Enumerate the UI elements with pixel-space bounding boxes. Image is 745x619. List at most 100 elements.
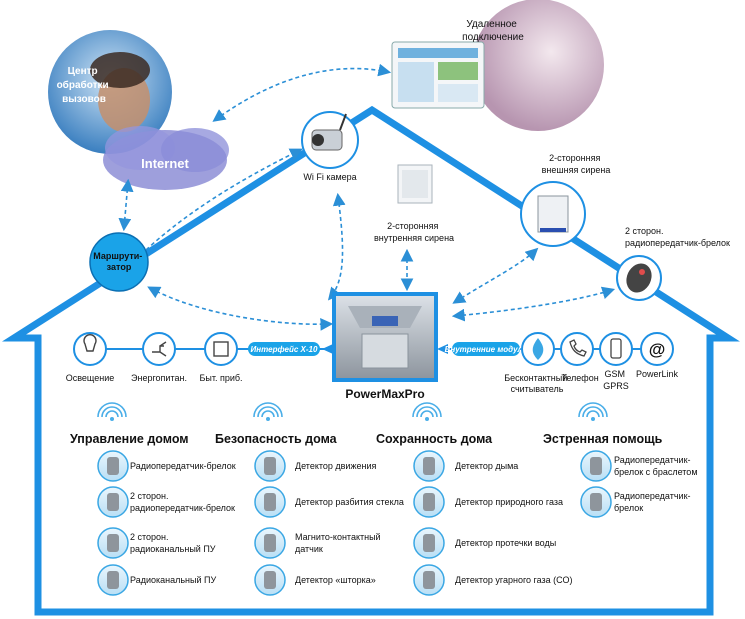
- wireless-signal-icon: [578, 402, 608, 421]
- wireless-signal-icon: [412, 402, 442, 421]
- internal-modules-label: Внутренние модули: [445, 345, 528, 354]
- category-item: Детектор дыма: [413, 450, 518, 482]
- category-item: 2 сторон.радиоканальный ПУ: [97, 527, 216, 559]
- device-label: Радиопередатчик-брелок с браслетом: [614, 455, 698, 477]
- device-shape: [264, 457, 276, 475]
- wifi-camera: Wi Fi камера: [301, 111, 359, 182]
- device-label: Детектор дыма: [455, 461, 518, 471]
- device-label: Детектор движения: [295, 461, 376, 471]
- wifi-camera-label: Wi Fi камера: [303, 172, 356, 182]
- category-item: Детектор «шторка»: [254, 564, 376, 596]
- module-powerlink: @ PowerLink: [636, 332, 679, 379]
- device-shape: [423, 534, 435, 552]
- powermax-hub: PowerMaxPro: [332, 292, 438, 401]
- internet-cloud: Internet: [103, 126, 229, 190]
- device-shape: [107, 534, 119, 552]
- device-shape: [264, 571, 276, 589]
- external-siren-label: 2-сторонняя внешняя сирена: [542, 153, 611, 175]
- device-label: 2 сторон.радиоканальный ПУ: [130, 532, 216, 554]
- device-shape: [264, 493, 276, 511]
- telephone-icon: [569, 339, 587, 357]
- device-label: 2 сторон.радиопередатчик-брелок: [130, 491, 235, 513]
- wireless-signal-icon: [97, 402, 127, 421]
- x10-chain: Интерфейс X-10 Освещение Энергопитан. Бы…: [66, 332, 333, 383]
- plug-icon: [152, 341, 167, 357]
- category-item: Радиопередатчик-брелок: [580, 486, 691, 518]
- powerlink-label: PowerLink: [636, 369, 679, 379]
- device-label: Радиоканальный ПУ: [130, 575, 216, 585]
- device-label: Детектор угарного газа (СО): [455, 575, 572, 585]
- keyfob-top: 2 сторон. радиопередатчик-брелок: [616, 226, 730, 301]
- wireless-signal-icon: [253, 402, 283, 421]
- proximity-reader-icon: [532, 338, 544, 360]
- module-proximity-reader: Бесконтактный считыватель: [504, 332, 570, 394]
- device-shape: [423, 571, 435, 589]
- telephone-label: Телефон: [561, 373, 598, 383]
- category-item: 2 сторон.радиопередатчик-брелок: [97, 486, 235, 518]
- module-gsm: GSM GPRS: [599, 332, 633, 391]
- appliance-device: Быт. приб.: [199, 332, 243, 383]
- category-title: Сохранность дома: [376, 432, 493, 446]
- hub-name: PowerMaxPro: [345, 387, 424, 401]
- keyfob-top-label: 2 сторон. радиопередатчик-брелок: [625, 226, 730, 248]
- device-label: Детектор природного газа: [455, 497, 563, 507]
- category-item: Радиоканальный ПУ: [97, 564, 216, 596]
- call-center-label: Центр обработки вызовов: [57, 66, 112, 105]
- internal-siren-label: 2-сторонняя внутренняя сирена: [374, 221, 454, 243]
- internet-label: Internet: [141, 156, 189, 171]
- device-shape: [590, 457, 602, 475]
- device-label: Радиопередатчик-брелок: [614, 491, 691, 513]
- device-shape: [590, 493, 602, 511]
- category-item: Радиопередатчик-брелок: [97, 450, 236, 482]
- device-shape: [264, 534, 276, 552]
- router-node: Маршрути- затор: [89, 232, 149, 292]
- category-title: Управление домом: [70, 432, 189, 446]
- outlet-icon: [213, 341, 229, 357]
- lighting-label: Освещение: [66, 373, 115, 383]
- remote-access-bubble: Удаленное подключение: [391, 0, 604, 131]
- device-shape: [423, 493, 435, 511]
- device-shape: [423, 457, 435, 475]
- appliance-label: Быт. приб.: [199, 373, 242, 383]
- internal-siren: 2-сторонняя внутренняя сирена: [374, 164, 454, 243]
- device-label: Радиопередатчик-брелок: [130, 461, 236, 471]
- category-item: Детектор разбития стекла: [254, 486, 404, 518]
- remote-access-label: Удаленное подключение: [462, 19, 524, 43]
- device-label: Детектор разбития стекла: [295, 497, 404, 507]
- at-sign-icon: @: [649, 340, 666, 359]
- category-item: Радиопередатчик-брелок с браслетом: [580, 450, 698, 482]
- lighting-device: Освещение: [66, 332, 115, 383]
- category-item: Детектор протечки воды: [413, 527, 556, 559]
- category-title: Эстренная помощь: [543, 432, 663, 446]
- device-shape: [107, 457, 119, 475]
- power-device: Энергопитан.: [131, 332, 187, 383]
- device-shape: [107, 493, 119, 511]
- proximity-reader-label: Бесконтактный считыватель: [504, 373, 570, 394]
- category-item: Детектор угарного газа (СО): [413, 564, 572, 596]
- external-siren: 2-сторонняя внешняя сирена: [520, 153, 611, 247]
- category-item: Детектор движения: [254, 450, 376, 482]
- power-label: Энергопитан.: [131, 373, 187, 383]
- call-center-bubble: Центр обработки вызовов: [48, 30, 172, 154]
- category-item: Детектор природного газа: [413, 486, 563, 518]
- gsm-phone-icon: [610, 338, 622, 359]
- device-label: Детектор протечки воды: [455, 538, 556, 548]
- connection-arrows: [118, 63, 616, 331]
- internal-modules-chain: Внутренние модули Бесконтактный считыват…: [437, 332, 679, 394]
- device-label: Детектор «шторка»: [295, 575, 376, 585]
- module-telephone: Телефон: [560, 332, 599, 383]
- x10-interface-label: Интерфейс X-10: [251, 345, 318, 354]
- router-label: Маршрути- затор: [93, 251, 145, 272]
- device-shape: [107, 571, 119, 589]
- gsm-label: GSM GPRS: [603, 369, 629, 391]
- category-title: Безопасность дома: [215, 432, 338, 446]
